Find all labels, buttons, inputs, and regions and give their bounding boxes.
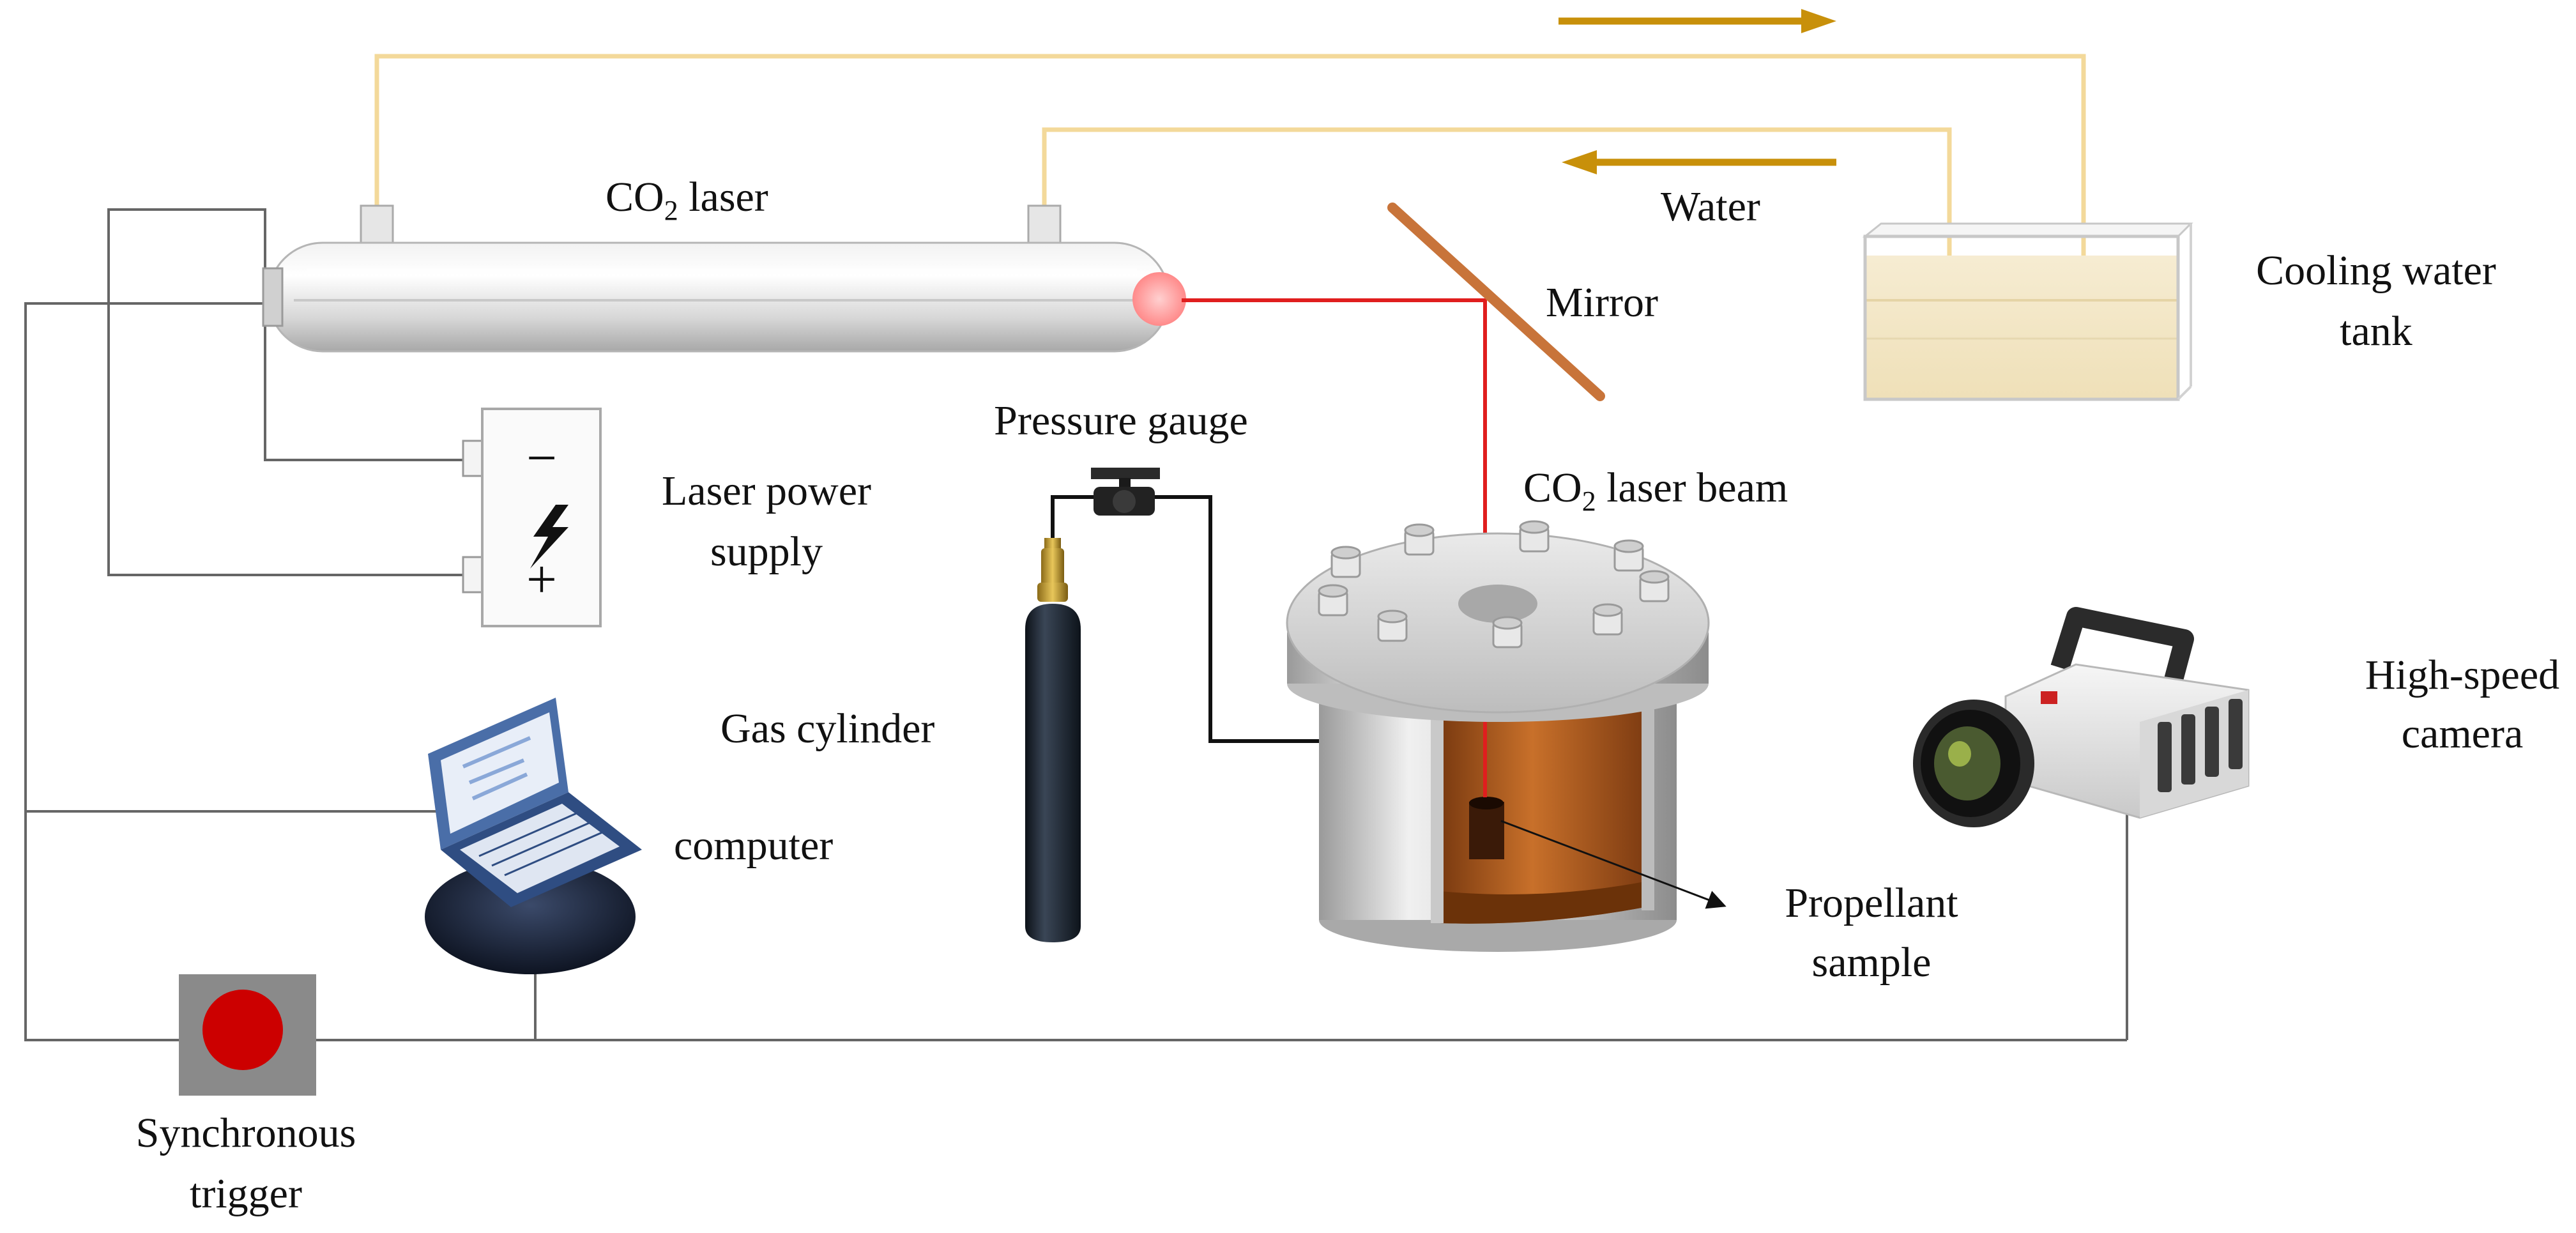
- laser-power-supply: − +: [462, 408, 602, 627]
- camera-lens-glass: [1934, 726, 2001, 800]
- flow-arrow-right-head: [1801, 9, 1836, 33]
- label-computer: computer: [674, 822, 833, 869]
- water-pipes: [374, 54, 2086, 300]
- tank-outline: [1863, 234, 2180, 401]
- label-trigger-2: trigger: [190, 1170, 302, 1217]
- label-co2-laser-sub: 2: [664, 195, 678, 226]
- label-laser-beam-rest: laser beam: [1596, 464, 1788, 511]
- laptop-keyboard: [460, 804, 620, 893]
- mirror: [1387, 203, 1605, 401]
- label-propellant-1: Propellant: [1785, 880, 1958, 926]
- high-speed-camera: [1913, 607, 2250, 827]
- laptop-screen: [441, 712, 559, 834]
- lid-bolt: [1592, 603, 1623, 636]
- computer-pad: [425, 859, 636, 974]
- label-propellant-2: sample: [1812, 939, 1932, 986]
- chamber-lid-window: [1458, 585, 1537, 623]
- water-flow-arrows: [1559, 9, 1836, 174]
- laser-port-right: [1027, 204, 1062, 245]
- water-pipe-inner: [1042, 127, 1952, 300]
- label-high-speed-1: High-speed: [2365, 652, 2559, 698]
- camera-vents: [2158, 699, 2243, 792]
- water-pipe-outer: [374, 54, 2086, 300]
- computer: [425, 698, 642, 974]
- label-water: Water: [1661, 183, 1760, 230]
- battery-body: [481, 408, 602, 627]
- tank-side-bottom: [2177, 385, 2192, 401]
- wire-main-loop: [24, 302, 275, 1041]
- chamber-window: [1440, 709, 1645, 924]
- camera-lens-highlight: [1948, 741, 1971, 767]
- cylinder-collar: [1037, 583, 1068, 602]
- synchronous-trigger: [179, 974, 316, 1096]
- cylinder-valve-top: [1044, 538, 1061, 549]
- laptop-screen-lines: [462, 736, 531, 800]
- lid-bolt: [1519, 520, 1550, 553]
- propellant-sample-top: [1469, 797, 1504, 809]
- lid-bolt: [1330, 546, 1361, 578]
- lid-bolt: [1639, 570, 1670, 602]
- propellant-sample: [1469, 802, 1504, 859]
- lid-bolt: [1404, 523, 1435, 556]
- label-laser-power-2: supply: [710, 528, 823, 575]
- camera-handle: [2050, 607, 2194, 689]
- gas-line: [1051, 495, 1319, 743]
- laptop-keys: [478, 811, 604, 877]
- label-pressure-gauge: Pressure gauge: [994, 397, 1248, 444]
- co2-laser-tube: [262, 204, 1186, 353]
- gas-line-right: [1153, 495, 1319, 743]
- battery-plus-sign: +: [526, 549, 557, 609]
- battery-terminal-minus: [462, 440, 484, 477]
- chamber-window-floor: [1440, 882, 1645, 924]
- label-laser-beam-sub: 2: [1582, 486, 1596, 517]
- lid-bolt: [1318, 584, 1348, 616]
- label-trigger-1: Synchronous: [136, 1110, 356, 1156]
- label-cooling-tank-1: Cooling water: [2256, 247, 2496, 294]
- label-co2-laser: CO2 laser: [606, 174, 768, 226]
- laser-port-left: [360, 204, 394, 245]
- flow-arrow-left-head: [1562, 150, 1597, 174]
- gas-cylinder: [1025, 538, 1081, 942]
- laser-output-glow: [1132, 272, 1186, 326]
- labels: CO2 laser Water Cooling water tank Mirro…: [136, 174, 2559, 1217]
- lid-bolt: [1492, 616, 1523, 648]
- label-co2-laser-co: CO: [606, 174, 664, 220]
- cylinder-body: [1025, 604, 1081, 942]
- trigger-button: [202, 990, 283, 1070]
- label-laser-power-1: Laser power: [662, 468, 871, 514]
- lid-bolts: [1318, 520, 1670, 648]
- battery-terminal-plus: [462, 556, 484, 594]
- valve-knob: [1113, 490, 1136, 513]
- laser-end-cap: [262, 267, 284, 327]
- battery-minus-sign: −: [526, 428, 557, 488]
- label-laser-beam: CO2 laser beam: [1523, 464, 1788, 517]
- laser-tube-body: [267, 241, 1170, 353]
- gas-line-left: [1051, 495, 1099, 546]
- label-high-speed-2: camera: [2402, 710, 2524, 757]
- combustion-chamber: [1286, 520, 1710, 952]
- label-cooling-tank-2: tank: [2340, 308, 2412, 355]
- label-mirror: Mirror: [1546, 279, 1658, 326]
- valve-handle: [1091, 468, 1160, 479]
- lid-bolt: [1377, 609, 1408, 642]
- chamber-window-frame-left: [1431, 709, 1444, 923]
- tank-glass: [1862, 222, 2193, 238]
- propellant-leader-line: [1500, 820, 1726, 909]
- pressure-gauge-valve: [1091, 468, 1160, 516]
- lid-bolt: [1613, 539, 1644, 572]
- wire-laser-to-minus: [264, 300, 473, 461]
- cylinder-valve-neck: [1041, 548, 1064, 586]
- label-gas-cylinder: Gas cylinder: [720, 705, 934, 752]
- lightning-icon: [530, 505, 568, 569]
- label-laser-beam-co: CO: [1523, 464, 1582, 511]
- camera-logo: [2041, 691, 2057, 704]
- wire-laser-to-top: [109, 208, 266, 275]
- laser-beam: [1182, 298, 1487, 594]
- label-co2-laser-rest: laser: [678, 174, 768, 220]
- cooling-water-tank: [1862, 222, 2193, 401]
- chamber-window-frame-right: [1642, 709, 1654, 910]
- tank-water: [1865, 256, 2178, 399]
